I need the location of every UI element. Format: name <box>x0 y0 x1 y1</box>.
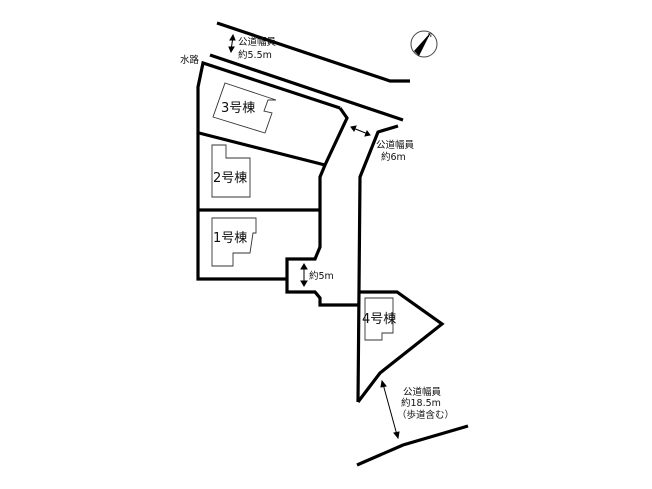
lot-boundary-west <box>196 60 341 281</box>
flag-pole-right-edge <box>356 124 399 403</box>
dimension-arrows <box>228 33 400 440</box>
building-2-footprint <box>211 144 251 198</box>
compass-north-arrow-icon: N <box>410 30 438 58</box>
road-edge-inner <box>209 53 404 122</box>
waterway-label: 水路 <box>180 54 200 66</box>
road-top-width-label-2: 約5.5m <box>238 49 272 61</box>
road-right-width-label-1: 公道幅員 <box>376 139 415 151</box>
building-3-label: 3号棟 <box>221 101 255 116</box>
passage-width-label: 約5m <box>309 270 334 282</box>
road-bottom-width-label-2: 約18.5m <box>401 397 441 409</box>
road-bottom-width-label-1: 公道幅員 <box>403 386 442 398</box>
road-edge-top <box>216 21 410 83</box>
flag-pole-left-edge <box>285 107 358 307</box>
lot-4-boundary <box>356 290 445 403</box>
road-right-width-label-2: 約6m <box>381 151 406 163</box>
svg-text:N: N <box>428 33 432 39</box>
road-bottom-width-label-3: （歩道含む） <box>397 409 454 421</box>
lot-divider-3-2 <box>198 131 326 167</box>
road-edge-bottom <box>356 424 469 467</box>
building-1-footprint <box>211 217 257 267</box>
building-2-label: 2号棟 <box>213 171 247 186</box>
building-1-label: 1号棟 <box>213 231 247 246</box>
road-top-width-label-1: 公道幅員 <box>238 36 277 48</box>
building-4-footprint <box>364 297 394 341</box>
building-3-footprint <box>212 82 277 134</box>
building-4-label: 4号棟 <box>362 312 396 327</box>
